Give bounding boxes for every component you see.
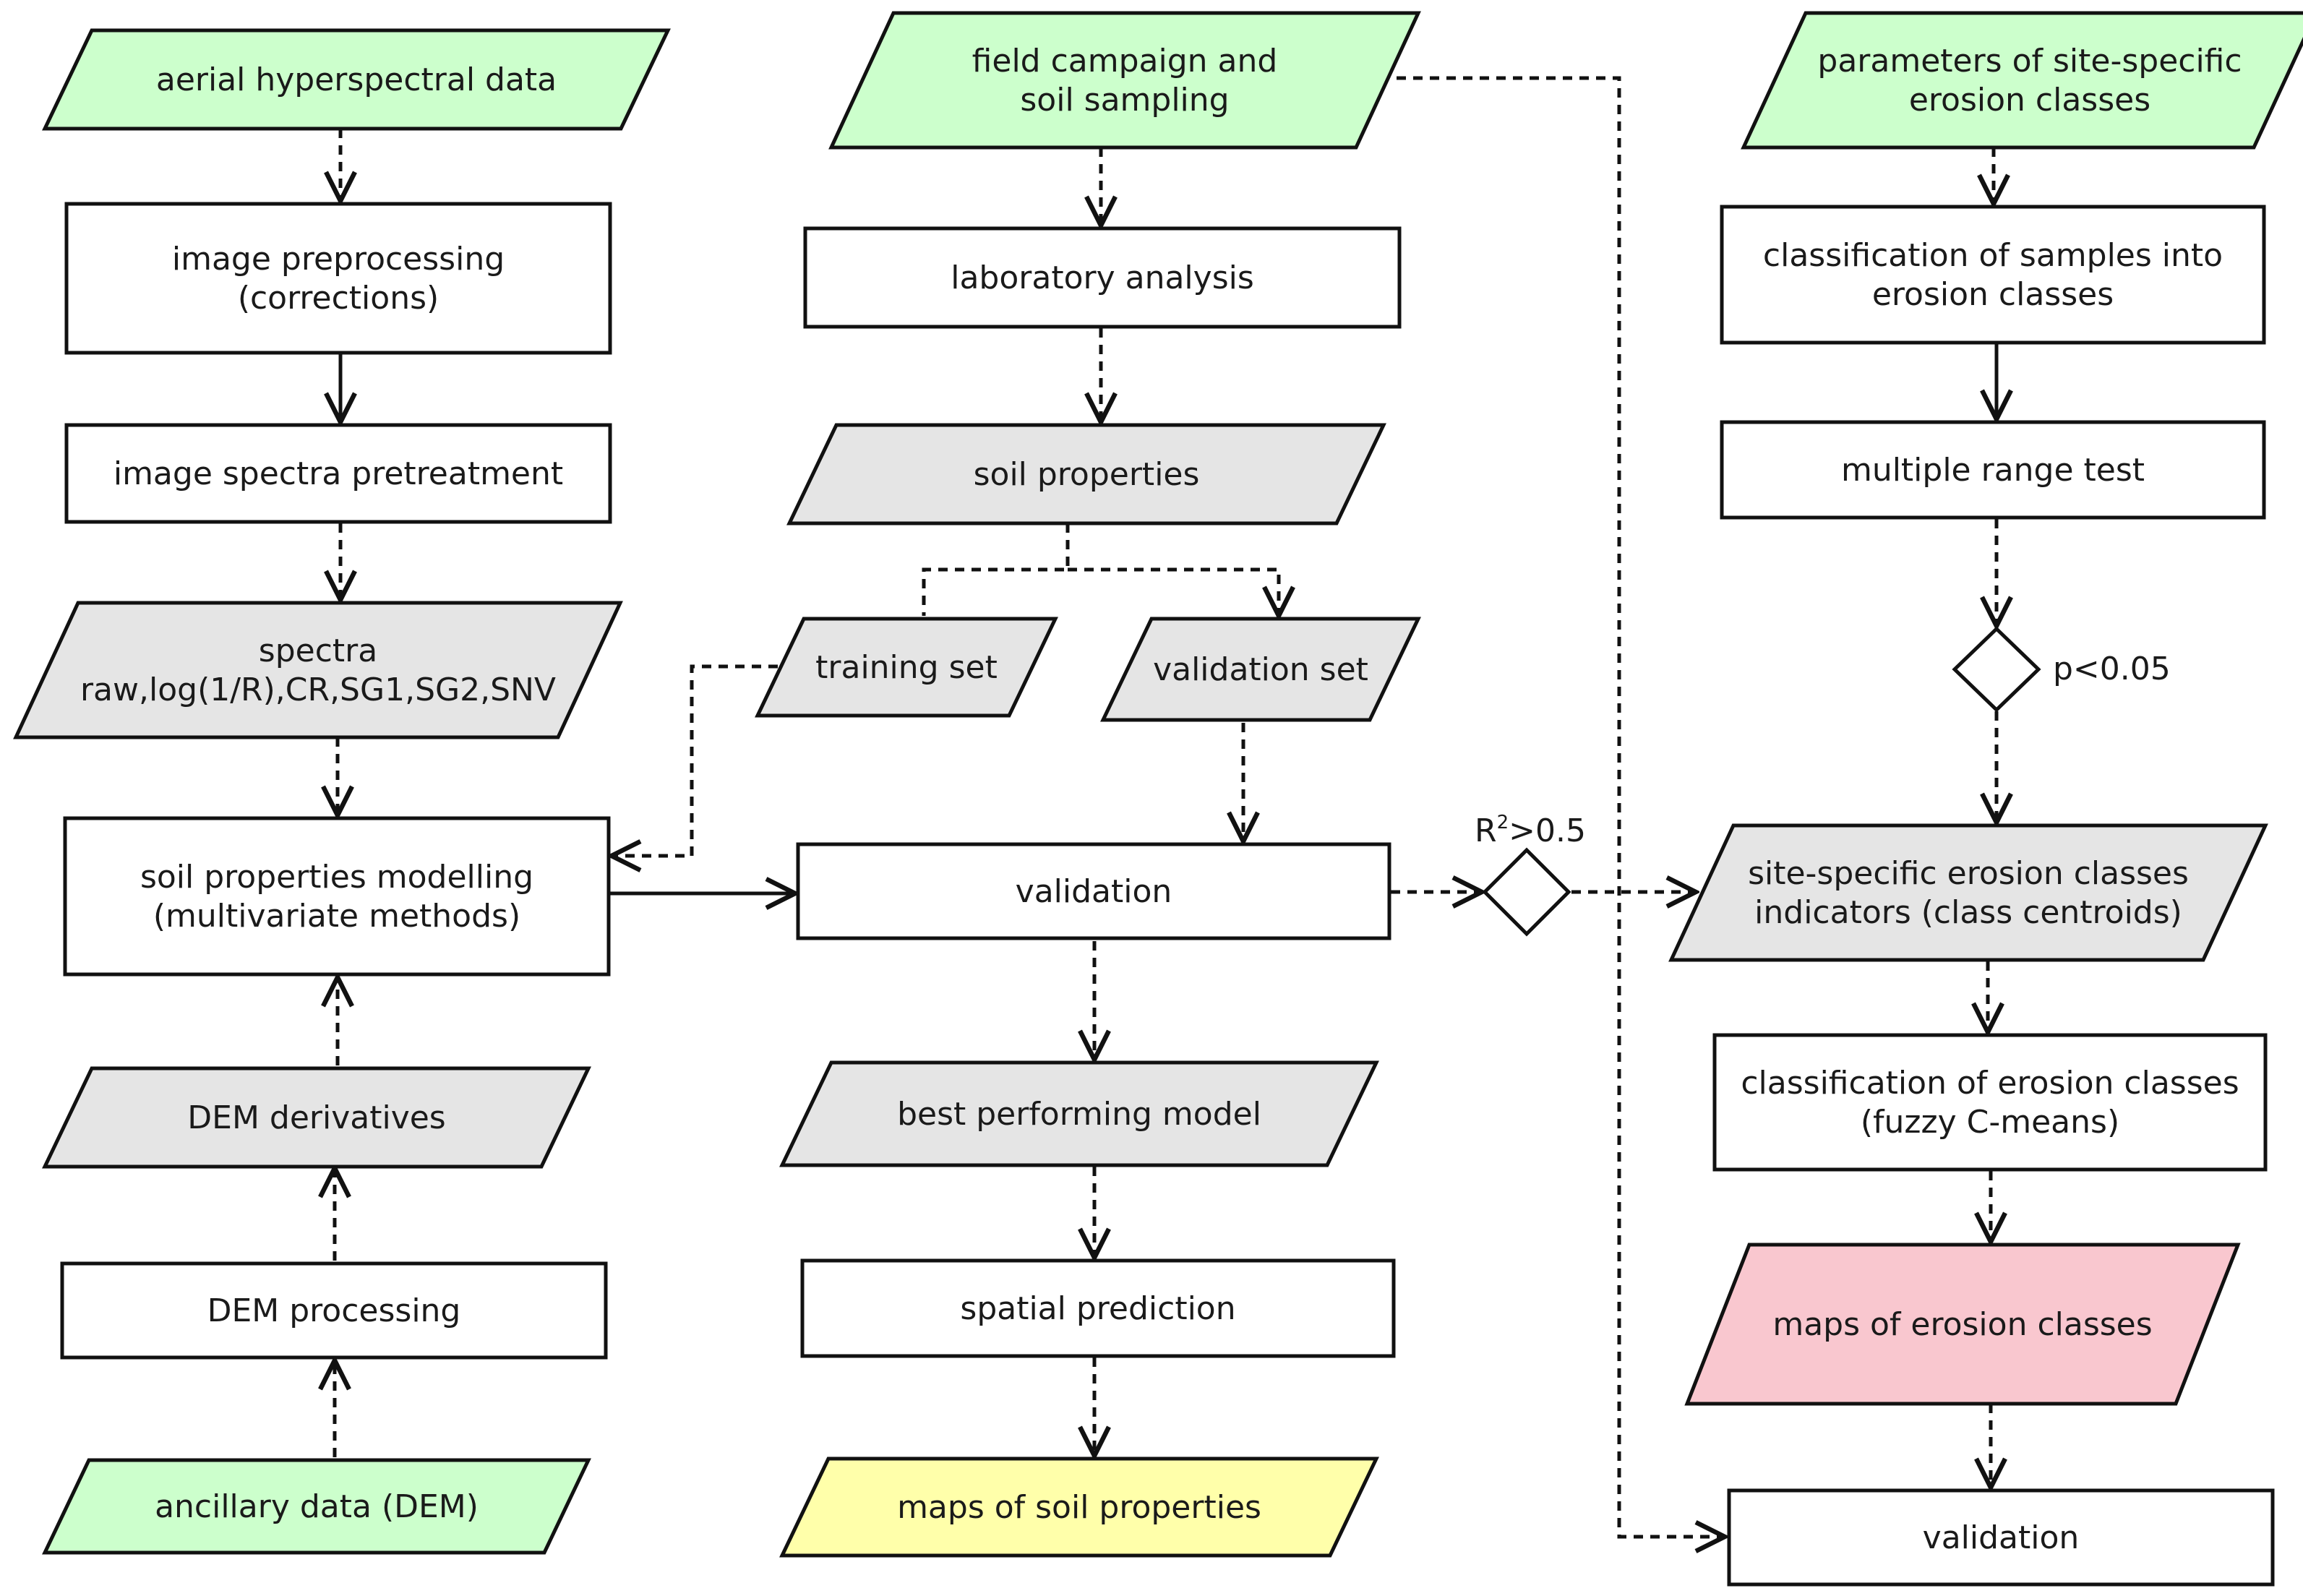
node-dem-derivatives: DEM derivatives (42, 1066, 591, 1169)
node-shape-classification-erosion-classes (1712, 1033, 2268, 1172)
node-shape-spectra (13, 601, 623, 739)
node-label-classification-erosion-classes-line-1: classification of erosion classes (1741, 1065, 2239, 1102)
node-shape-soil-properties-modelling (63, 816, 611, 977)
node-label-aerial-hyperspectral-data-line-1: aerial hyperspectral data (156, 61, 557, 98)
node-shape-classification-samples (1720, 205, 2266, 345)
node-classification-erosion-classes: classification of erosion classes(fuzzy … (1712, 1033, 2268, 1172)
node-shape-soil-properties (786, 423, 1386, 525)
decision-label-r2: R2>0.5 (1475, 812, 1586, 849)
node-label-maps-erosion-classes-line-1: maps of erosion classes (1772, 1306, 2152, 1343)
node-shape-laboratory-analysis (803, 226, 1402, 329)
decision-diamond-p (1952, 626, 2041, 713)
decision-r2: R2>0.5 (1475, 812, 1586, 937)
node-laboratory-analysis: laboratory analysis (803, 226, 1402, 329)
node-label-dem-processing-line-1: DEM processing (207, 1292, 461, 1329)
connectors (335, 76, 1997, 1537)
node-label-erosion-indicators-line-2: indicators (class centroids) (1754, 894, 2182, 931)
node-label-classification-samples-line-1: classification of samples into (1763, 237, 2223, 274)
node-label-validation-erosion-line-1: validation (1923, 1519, 2080, 1556)
node-shape-erosion-class-parameters (1741, 11, 2303, 150)
node-label-validation-model-line-1: validation (1016, 873, 1172, 910)
node-shape-spatial-prediction (800, 1258, 1396, 1358)
node-best-performing-model: best performing model (779, 1060, 1379, 1167)
node-label-erosion-class-parameters-line-2: erosion classes (1909, 82, 2150, 119)
node-aerial-hyperspectral-data: aerial hyperspectral data (42, 28, 671, 131)
node-training-set: training set (755, 617, 1058, 718)
flow-soil-properties-split (922, 523, 1279, 616)
node-dem-processing: DEM processing (60, 1261, 608, 1360)
node-label-classification-erosion-classes-line-2: (fuzzy C-means) (1861, 1104, 2119, 1141)
node-shape-best-performing-model (779, 1060, 1379, 1167)
flow-field-to-final-validation (1397, 76, 1725, 1537)
node-label-soil-properties-modelling-line-2: (multivariate methods) (153, 898, 520, 935)
node-label-laboratory-analysis-line-1: laboratory analysis (951, 259, 1254, 296)
decision-p: p<0.05 (1952, 626, 2171, 713)
node-shape-validation-set (1100, 617, 1421, 722)
node-soil-properties-modelling: soil properties modelling(multivariate m… (63, 816, 611, 977)
node-shape-aerial-hyperspectral-data (42, 28, 671, 131)
node-label-spectra-line-1: spectra (259, 632, 377, 669)
node-label-training-set-line-1: training set (815, 649, 998, 686)
node-label-soil-properties-modelling-line-1: soil properties modelling (140, 859, 533, 896)
node-label-image-preprocessing-line-1: image preprocessing (172, 241, 505, 278)
node-erosion-indicators: site-specific erosion classesindicators … (1668, 823, 2268, 962)
node-label-spatial-prediction-line-1: spatial prediction (960, 1290, 1235, 1327)
node-shape-image-spectra-pretreatment (64, 423, 612, 524)
node-label-dem-derivatives-line-1: DEM derivatives (187, 1099, 445, 1136)
node-ancillary-data-dem: ancillary data (DEM) (42, 1458, 591, 1555)
node-label-validation-set-line-1: validation set (1153, 651, 1368, 688)
node-shape-dem-processing (60, 1261, 608, 1360)
node-label-image-preprocessing-line-2: (corrections) (238, 280, 439, 317)
decision-diamond-r2 (1482, 847, 1571, 937)
node-shape-dem-derivatives (42, 1066, 591, 1169)
node-shape-training-set (755, 617, 1058, 718)
node-spatial-prediction: spatial prediction (800, 1258, 1396, 1358)
node-shape-multiple-range-test (1720, 420, 2266, 520)
node-label-soil-properties-line-1: soil properties (974, 456, 1200, 493)
node-maps-soil-properties: maps of soil properties (779, 1456, 1379, 1558)
node-shape-maps-erosion-classes (1684, 1243, 2241, 1406)
node-shape-maps-soil-properties (779, 1456, 1379, 1558)
node-image-preprocessing: image preprocessing(corrections) (64, 202, 612, 355)
node-validation-model: validation (796, 842, 1391, 940)
node-validation-erosion: validation (1727, 1488, 2275, 1587)
node-shape-field-campaign (828, 11, 1421, 150)
node-soil-properties: soil properties (786, 423, 1386, 525)
node-label-erosion-indicators-line-1: site-specific erosion classes (1748, 855, 2189, 892)
node-label-ancillary-data-dem-line-1: ancillary data (DEM) (155, 1488, 479, 1525)
node-label-field-campaign-line-1: field campaign and (972, 43, 1278, 80)
flow-training-set-to-modelling (612, 664, 778, 856)
node-label-field-campaign-line-2: soil sampling (1020, 82, 1229, 119)
node-maps-erosion-classes: maps of erosion classes (1684, 1243, 2241, 1406)
node-label-multiple-range-test-line-1: multiple range test (1841, 452, 2145, 489)
flowchart-nodes: aerial hyperspectral data image preproces… (13, 11, 2303, 1587)
decision-label-p: p<0.05 (2053, 651, 2171, 687)
node-multiple-range-test: multiple range test (1720, 420, 2266, 520)
node-shape-validation-erosion (1727, 1488, 2275, 1587)
node-shape-image-preprocessing (64, 202, 612, 355)
node-shape-validation-model (796, 842, 1391, 940)
node-shape-ancillary-data-dem (42, 1458, 591, 1555)
node-label-image-spectra-pretreatment-line-1: image spectra pretreatment (113, 455, 563, 492)
node-image-spectra-pretreatment: image spectra pretreatment (64, 423, 612, 524)
node-shape-erosion-indicators (1668, 823, 2268, 962)
node-validation-set: validation set (1100, 617, 1421, 722)
node-label-classification-samples-line-2: erosion classes (1872, 276, 2114, 313)
node-label-maps-soil-properties-line-1: maps of soil properties (897, 1489, 1261, 1526)
node-label-best-performing-model-line-1: best performing model (897, 1096, 1261, 1133)
node-label-spectra-line-2: raw,log(1/R),CR,SG1,SG2,SNV (80, 672, 556, 708)
node-label-erosion-class-parameters-line-1: parameters of site-specific (1817, 43, 2242, 80)
